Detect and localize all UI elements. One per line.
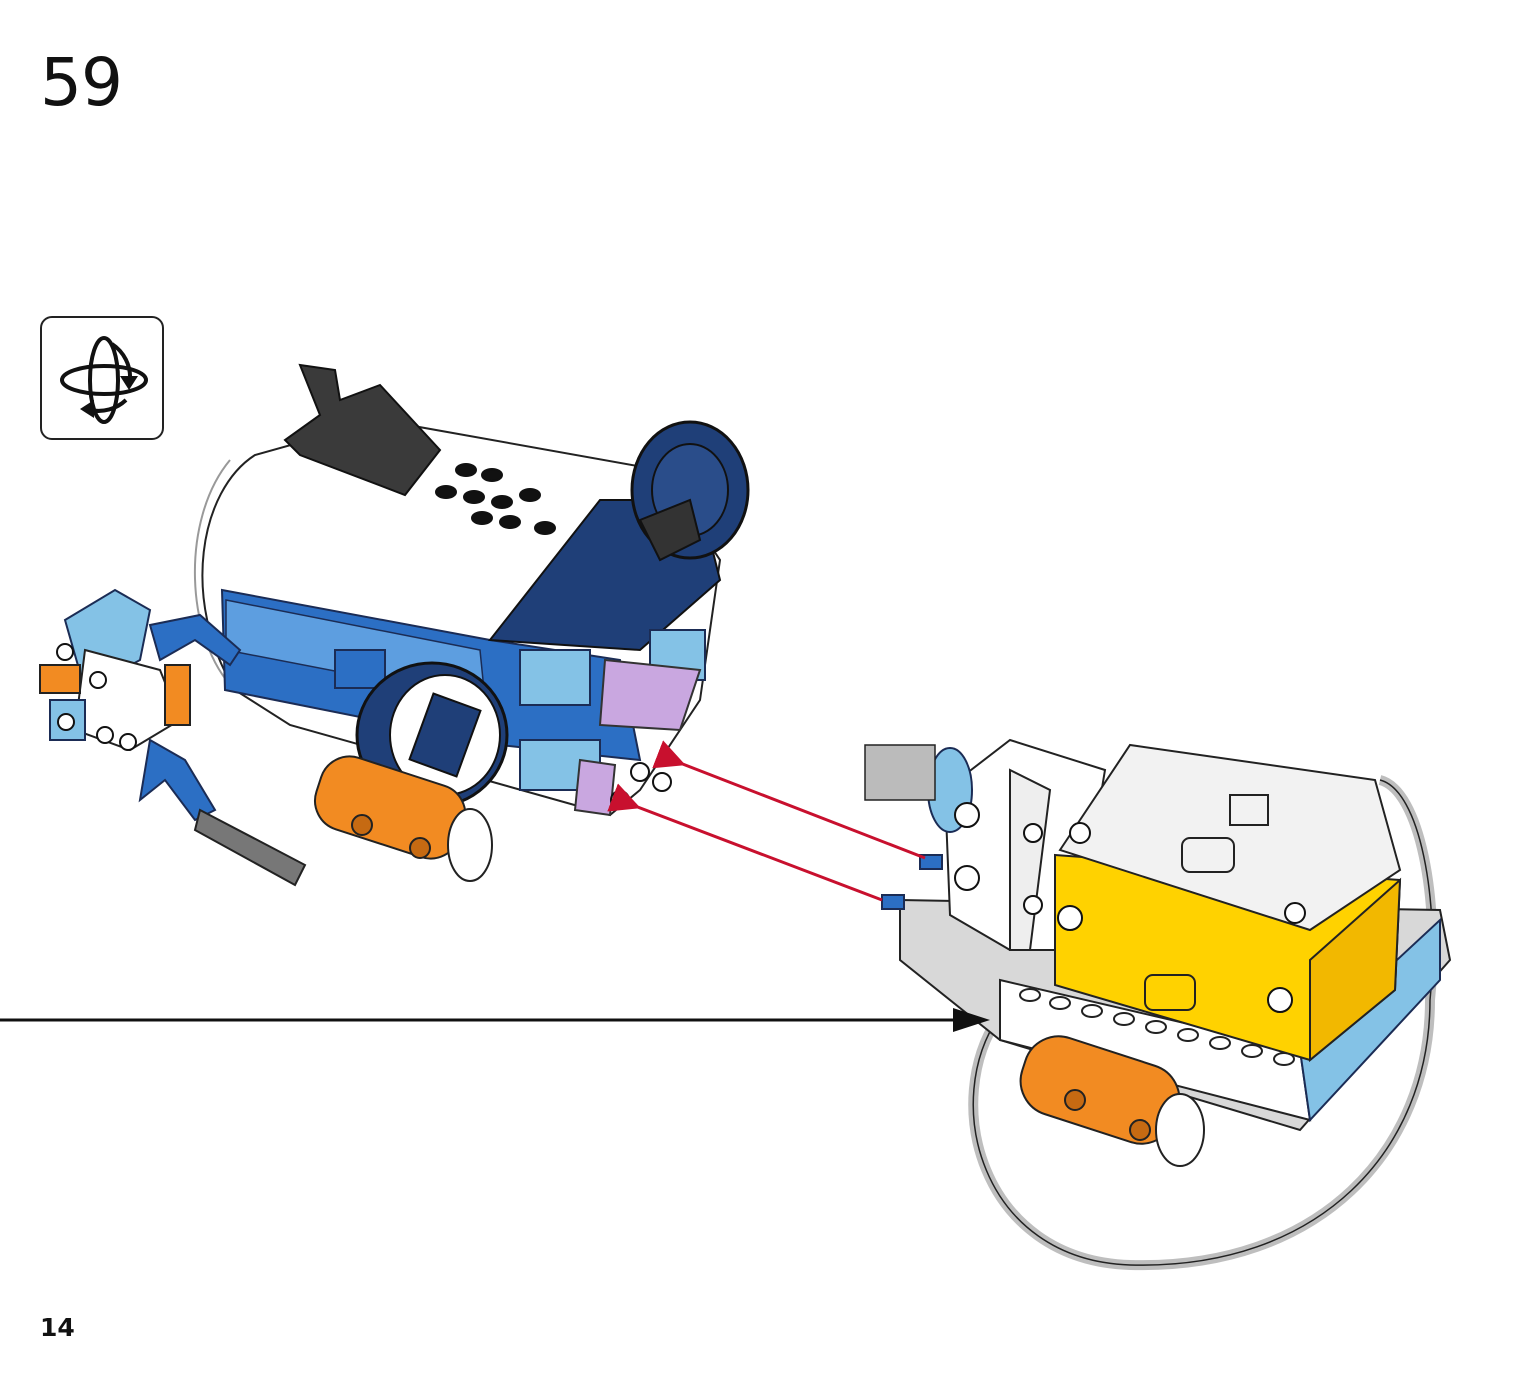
- attach-arrow-lower: [607, 783, 883, 902]
- hub-white-lid: [1058, 743, 1402, 932]
- subassembly-pointer-head: [953, 1008, 990, 1032]
- rotate-model-icon: [60, 336, 148, 424]
- claw-arm: [39, 588, 307, 887]
- rotate-model-callout: [40, 316, 164, 440]
- page-number: 14: [40, 1313, 75, 1342]
- black-fin-piece: [283, 363, 442, 497]
- attach-arrow-upper: [652, 740, 926, 860]
- lavender-brick: [598, 658, 702, 732]
- step-number: 59: [40, 44, 123, 121]
- hub-assembly: [864, 738, 1452, 1271]
- submarine-assembly: [39, 363, 750, 887]
